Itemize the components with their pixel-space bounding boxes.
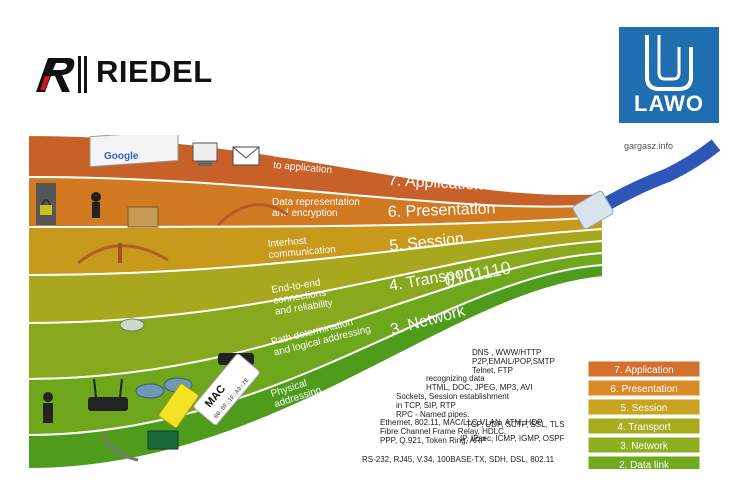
riedel-logo: RIEDEL	[34, 52, 219, 96]
cable-icon	[101, 430, 179, 462]
legend-item-4	[587, 417, 701, 435]
lock-icon	[36, 183, 56, 225]
mac-address-tag: MAC 00:0F:1F:A9:7E	[193, 353, 260, 426]
legend-item-3	[587, 436, 701, 454]
layer-name-6: 6. Presentation	[388, 200, 496, 221]
legend-label-5: 5. Session	[621, 403, 668, 414]
google-search-icon: Google	[89, 135, 179, 168]
osi-model-diagram: gargasz.info Network processto applicati…	[28, 135, 720, 469]
layer-name-7: 7. Application	[388, 172, 484, 194]
yellow-mac-tag	[158, 383, 199, 428]
protocols-network: IP, IPsec, ICMP, IGMP, OSPF	[460, 434, 565, 443]
legend-item-5	[587, 398, 701, 416]
bridge-icon	[77, 203, 289, 265]
credit-text: gargasz.info	[624, 141, 673, 151]
protocols-physical: RS-232, RJ45, V.34, 100BASE-TX, SDH, DSL…	[362, 455, 555, 464]
legend-label-2: 2. Data link	[619, 460, 670, 469]
legend-label-7: 7. Application	[614, 365, 674, 376]
network-cable-icon	[584, 139, 720, 221]
legend-label-3: 3. Network	[620, 441, 669, 452]
person-icon-2	[43, 392, 53, 423]
lawo-swoosh-icon	[645, 35, 693, 91]
legend-item-2	[587, 455, 701, 469]
legend-label-6: 6. Presentation	[610, 384, 677, 395]
riedel-wordmark: RIEDEL	[96, 54, 213, 89]
person-icon	[91, 192, 101, 218]
legend-item-6	[587, 379, 701, 397]
protocols-transport: TCP, UDP, SCTP, SSL, TLS	[466, 420, 565, 429]
svg-text:Google: Google	[104, 151, 139, 162]
rj45-plug-icon	[572, 190, 614, 230]
legend-label-4: 4. Transport	[617, 422, 671, 433]
computer-icon	[192, 142, 218, 166]
osi-legend: 7. Application 6. Presentation 5. Session 4…	[587, 360, 701, 469]
protocols-datalink: Ethernet, 802.11, MAC/LLC,VLAN, ATM, HDP…	[380, 418, 542, 445]
layer-desc-7: Network processto application	[273, 149, 349, 177]
legend-item-7	[587, 360, 701, 378]
riedel-mark-icon	[36, 56, 87, 93]
envelope-icon	[232, 146, 260, 166]
lawo-logo: LAWO	[619, 27, 719, 123]
box-icon	[127, 206, 159, 228]
lawo-wordmark: LAWO	[634, 91, 704, 116]
